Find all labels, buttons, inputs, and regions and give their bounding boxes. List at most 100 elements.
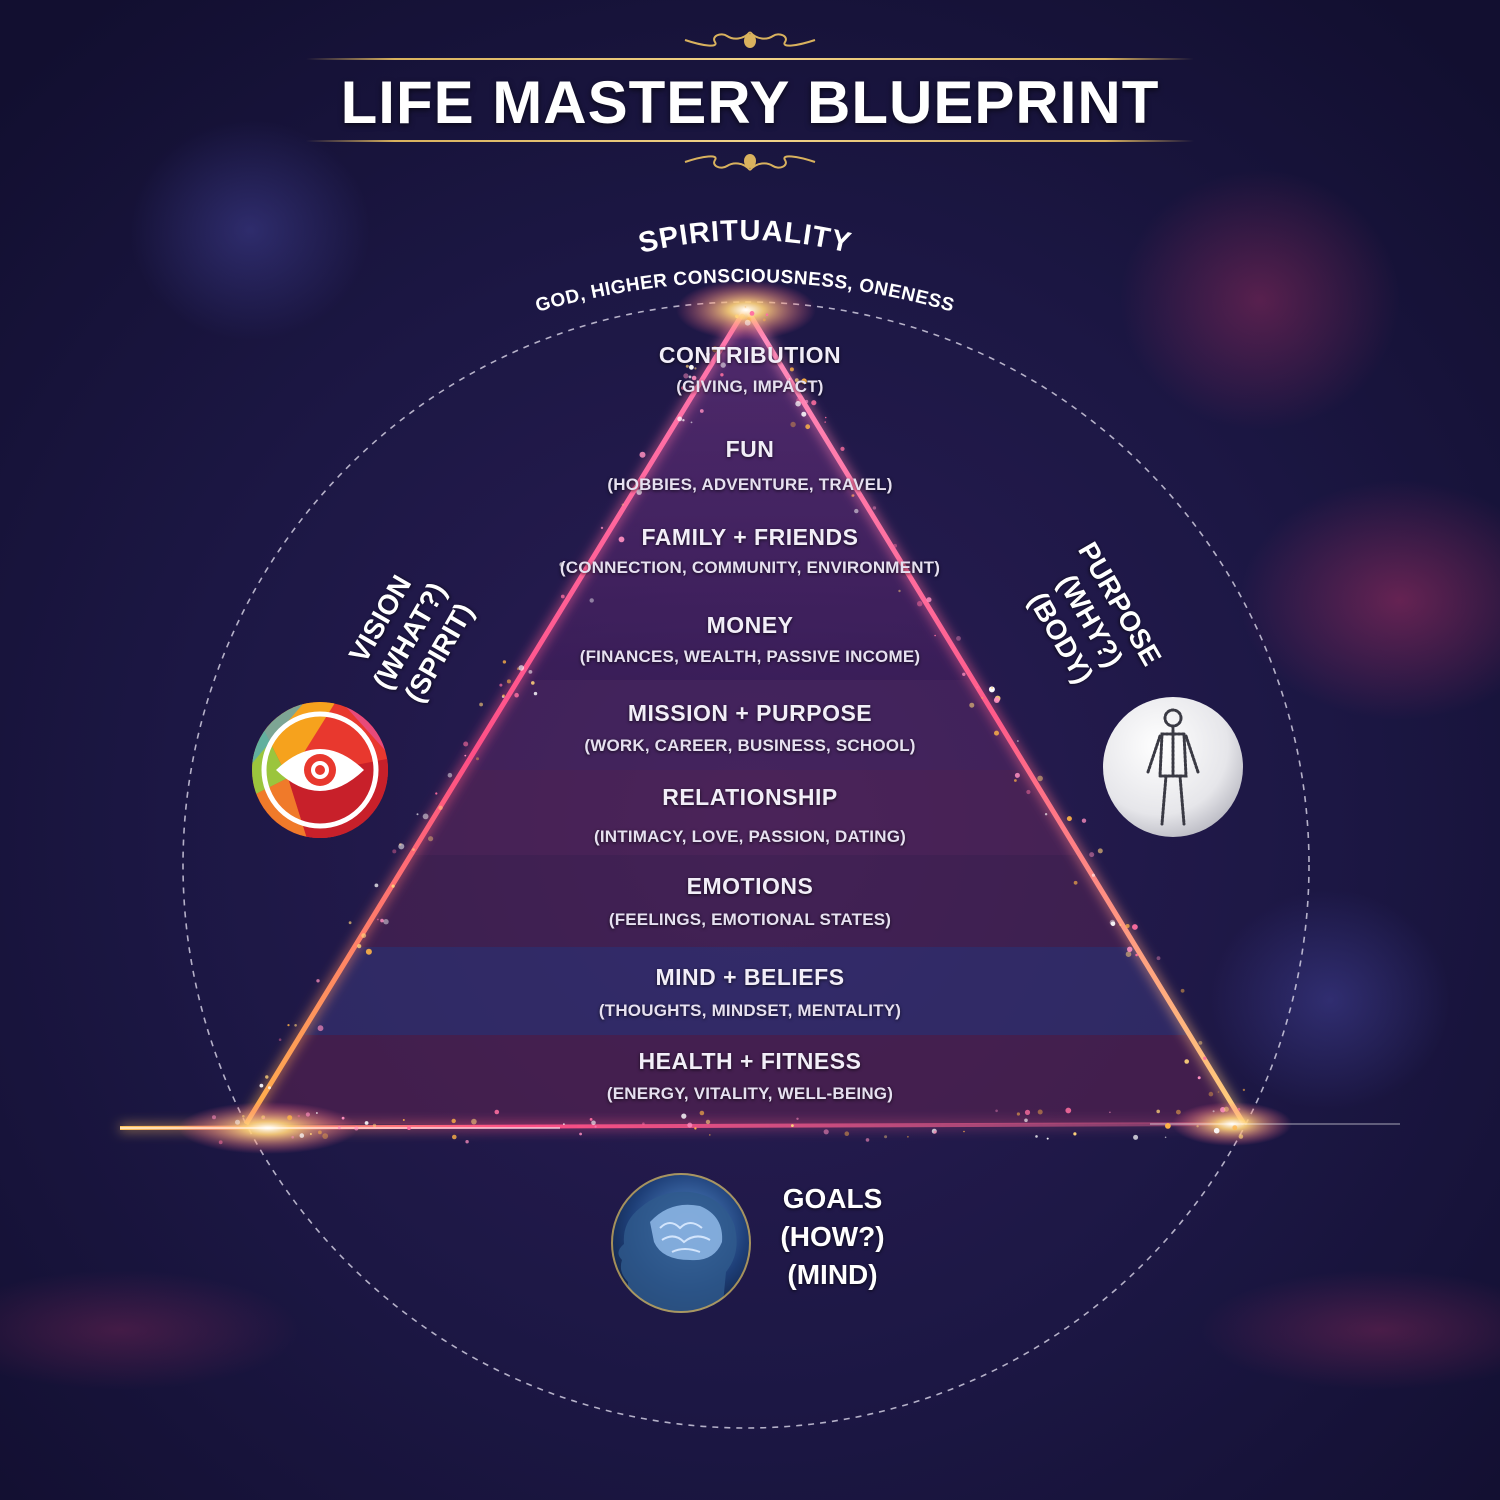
sparkle <box>1047 1138 1049 1140</box>
sparkle <box>412 848 415 851</box>
sparkle <box>791 1124 794 1127</box>
sparkle <box>377 919 379 921</box>
title-block: LIFE MASTERY BLUEPRINT <box>300 28 1200 178</box>
level-family-friends: FAMILY + FRIENDS (CONNECTION, COMMUNITY,… <box>450 524 1050 578</box>
sparkle <box>265 1075 268 1078</box>
sparkle <box>563 1123 565 1125</box>
sparkle <box>805 424 810 429</box>
eye-icon <box>248 698 392 842</box>
sparkle <box>976 686 978 688</box>
sparkle <box>801 412 806 417</box>
sparkle <box>1025 1110 1030 1115</box>
sparkle <box>1109 1112 1111 1114</box>
sparkle <box>1157 956 1161 960</box>
sparkle <box>398 843 404 849</box>
sparkle <box>514 693 519 698</box>
sparkle <box>745 320 751 326</box>
sparkle <box>873 506 876 509</box>
sparkle <box>1038 1110 1043 1115</box>
sparkle <box>866 1138 870 1142</box>
sparkle <box>1224 1107 1229 1112</box>
sparkle <box>529 670 533 674</box>
sparkle <box>1133 1135 1138 1140</box>
sparkle <box>824 1129 829 1134</box>
apex-flare <box>676 280 816 340</box>
level-details: (CONNECTION, COMMUNITY, ENVIRONMENT) <box>450 558 1050 578</box>
sparkle <box>423 814 429 820</box>
sparkle <box>1184 1059 1189 1064</box>
sparkle <box>476 757 479 760</box>
level-name: MONEY <box>450 612 1050 639</box>
sparkle <box>380 919 384 923</box>
level-name: FUN <box>450 436 1050 463</box>
sparkle <box>1239 1134 1244 1139</box>
sparkle <box>1238 1108 1241 1111</box>
level-emotions: EMOTIONS (FEELINGS, EMOTIONAL STATES) <box>450 873 1050 930</box>
sparkle <box>1132 924 1138 930</box>
title-rule-top <box>306 58 1194 60</box>
sparkle <box>287 1115 292 1120</box>
sparkle <box>452 1119 456 1123</box>
sparkle <box>417 813 419 815</box>
sparkle <box>534 692 537 695</box>
sparkle <box>495 1110 500 1115</box>
level-name: MIND + BELIEFS <box>450 964 1050 991</box>
sparkle <box>260 1084 264 1088</box>
sparkle <box>591 1121 596 1126</box>
sparkle <box>219 1140 223 1144</box>
sparkle <box>595 1126 597 1128</box>
sparkle <box>860 495 862 497</box>
page-title: LIFE MASTERY BLUEPRINT <box>300 68 1200 137</box>
level-fun: FUN (HOBBIES, ADVENTURE, TRAVEL) <box>450 436 1050 495</box>
sparkle <box>700 409 704 413</box>
sparkle <box>1209 1092 1214 1097</box>
sparkle <box>687 1123 692 1128</box>
sparkle <box>579 1133 582 1136</box>
sparkle <box>1110 920 1115 925</box>
sparkle <box>287 1024 289 1026</box>
sparkle <box>824 421 826 423</box>
level-details: (GIVING, IMPACT) <box>450 377 1050 397</box>
sparkle <box>310 1133 312 1135</box>
sparkle <box>1214 1128 1220 1134</box>
sparkle <box>318 1131 322 1135</box>
sparkle <box>1156 1110 1160 1114</box>
sparkle <box>1017 1112 1020 1115</box>
level-mission-purpose: MISSION + PURPOSE (WORK, CAREER, BUSINES… <box>450 700 1050 756</box>
sparkle <box>995 1110 998 1113</box>
title-rule-bottom <box>306 140 1194 142</box>
sparkle <box>235 1120 240 1125</box>
level-details: (INTIMACY, LOVE, PASSION, DATING) <box>450 827 1050 847</box>
sparkle <box>407 1126 411 1130</box>
sparkle <box>392 885 395 888</box>
sparkle <box>963 1131 965 1133</box>
sparkle <box>927 597 932 602</box>
sparkle <box>361 933 366 938</box>
sparkle <box>1243 1089 1245 1091</box>
level-details: (WORK, CAREER, BUSINESS, SCHOOL) <box>450 736 1050 756</box>
sparkle <box>1181 989 1185 993</box>
sparkle <box>1232 1125 1237 1130</box>
sparkle <box>1126 951 1132 957</box>
sparkle <box>750 311 755 316</box>
sparkle <box>349 921 352 924</box>
sparkle <box>962 673 965 676</box>
brain-head-icon <box>610 1172 752 1314</box>
level-health-fitness: HEALTH + FITNESS (ENERGY, VITALITY, WELL… <box>450 1048 1050 1104</box>
level-name: FAMILY + FRIENDS <box>450 524 1050 551</box>
sparkle <box>1067 816 1072 821</box>
sparkle <box>448 773 453 778</box>
ornament-top-icon <box>675 28 825 52</box>
sparkle <box>357 944 361 948</box>
sparkle <box>1092 874 1095 877</box>
sparkle <box>366 949 372 955</box>
human-figure-icon <box>1102 696 1244 838</box>
sparkle <box>811 400 816 405</box>
sparkle <box>739 314 745 320</box>
sparkle <box>354 1127 358 1131</box>
sparkle <box>763 319 766 322</box>
sparkle <box>681 1114 686 1119</box>
sparkle <box>242 1115 245 1118</box>
sparkle <box>465 1140 468 1143</box>
sparkle <box>981 697 983 699</box>
